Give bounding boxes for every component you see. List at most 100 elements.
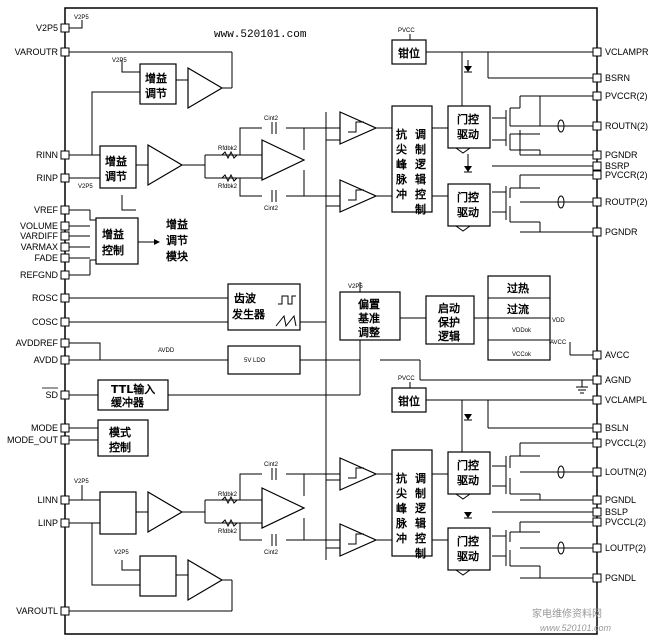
pin-right-9-pad: [592, 350, 602, 360]
pin-right-12: BSLN: [592, 423, 629, 433]
mod-l-3: 辑: [415, 516, 426, 530]
pin-right-14-pad: [592, 467, 602, 477]
pin-left-17: LINN: [37, 495, 70, 505]
label-rfdbk2-4: Rfdbk2: [218, 529, 238, 535]
pin-left-17-pad: [60, 495, 70, 505]
pin-left-15-label: MODE: [31, 423, 58, 433]
spike-r-1: 尖: [396, 142, 407, 156]
right-pins: VCLAMPRBSRNPVCCR(2)ROUTN(2)PGNDRBSRPPVCC…: [592, 47, 649, 583]
label-avdd: AVDD: [158, 348, 175, 354]
ttl-line1: TTL输入: [111, 382, 155, 396]
pin-right-18: LOUTP(2): [592, 543, 646, 553]
pin-right-6-pad: [592, 170, 602, 180]
gate-drive-1-line1: 门控: [457, 112, 479, 126]
pin-right-17-pad: [592, 517, 602, 527]
pin-right-5-label: BSRP: [605, 161, 630, 171]
pin-right-1: BSRN: [592, 73, 630, 83]
pin-right-1-label: BSRN: [605, 73, 630, 83]
pin-right-6-label: PVCCR(2): [605, 170, 648, 180]
watermark-bottom-url: www.520101.com: [540, 623, 612, 633]
spike-r-3: 脉: [395, 172, 408, 186]
label-v2p5-gain-bottom: V2P5: [114, 550, 129, 556]
pin-left-6-label: VARDIFF: [20, 231, 58, 241]
label-rfdbk2-3: Rfdbk2: [218, 492, 238, 498]
pin-left-12-pad: [60, 338, 70, 348]
left-pins: V2P5VAROUTRRINNRINPVREFVOLUMEVARDIFFVARM…: [7, 23, 70, 616]
pin-left-13-label: AVDD: [34, 355, 59, 365]
blocks: [95, 39, 551, 597]
pin-left-11: COSC: [32, 317, 70, 327]
pin-left-5: VOLUME: [20, 221, 70, 231]
pin-right-11-label: VCLAMPL: [605, 395, 647, 405]
label-cint2-3: Cint2: [264, 462, 279, 468]
spike-r-0: 抗: [396, 127, 407, 141]
startup-line2: 保护: [437, 315, 460, 329]
spike-l-4: 冲: [396, 531, 407, 545]
gate-drive-1-line2: 驱动: [457, 127, 479, 141]
pin-right-12-pad: [592, 423, 602, 433]
pin-right-4: PGNDR: [592, 150, 638, 160]
spike-l-2: 峰: [396, 501, 408, 515]
pin-right-12-label: BSLN: [605, 423, 629, 433]
pin-right-14: LOUTN(2): [592, 467, 647, 477]
label-rfdbk2-1: Rfdbk2: [218, 146, 238, 152]
pin-right-11-pad: [592, 395, 602, 405]
mod-l-0: 调: [415, 471, 426, 485]
pin-left-19: VAROUTL: [16, 606, 70, 616]
mode-control-line2: 控制: [109, 440, 131, 454]
pin-left-9: REFGND: [20, 270, 70, 280]
clamp-bottom-label: 钳位: [398, 394, 420, 408]
clamp-top-label: 钳位: [398, 46, 420, 60]
pin-right-7-label: ROUTP(2): [605, 197, 648, 207]
gain-control-line2: 控制: [102, 243, 124, 257]
gain-module-line2: 调节: [166, 233, 188, 247]
label-v2p5-rinp: V2P5: [78, 184, 93, 190]
gate-drive-2-line1: 门控: [457, 190, 479, 204]
pin-right-19-pad: [592, 573, 602, 583]
pin-right-10-pad: [592, 375, 602, 385]
gain-adjust-r-line1: 增益: [105, 154, 127, 168]
pin-left-1-pad: [60, 47, 70, 57]
bias-line3: 调整: [358, 325, 380, 339]
pin-right-0-label: VCLAMPR: [605, 47, 649, 57]
pin-right-15-label: PGNDL: [605, 495, 636, 505]
label-cint2-4: Cint2: [264, 550, 279, 556]
pin-left-3-pad: [60, 173, 70, 183]
resistors: [221, 150, 238, 528]
pin-left-1: VAROUTR: [15, 47, 70, 57]
pin-left-6: VARDIFF: [20, 231, 70, 241]
mode-control-line1: 模式: [109, 425, 131, 439]
label-cint2-2: Cint2: [264, 206, 279, 212]
pin-right-14-label: LOUTN(2): [605, 467, 647, 477]
gain-module-line1: 增益: [166, 217, 188, 231]
pin-right-7-pad: [592, 197, 602, 207]
pin-right-18-label: LOUTP(2): [605, 543, 646, 553]
pin-left-0-pad: [60, 23, 70, 33]
pin-right-4-label: PGNDR: [605, 150, 638, 160]
label-avcc: AVCC: [550, 340, 567, 346]
pin-left-16-pad: [60, 435, 70, 445]
pin-right-11: VCLAMPL: [592, 395, 647, 405]
pin-left-12-label: AVDDREF: [16, 338, 59, 348]
pin-right-13-pad: [592, 438, 602, 448]
pin-left-4: VREF: [34, 205, 70, 215]
startup-line3: 逻辑: [438, 329, 460, 343]
pin-left-10-label: ROSC: [32, 293, 59, 303]
label-cint2-1: Cint2: [264, 116, 279, 122]
pin-right-8-label: PGNDR: [605, 227, 638, 237]
watermark-top: www.520101.com: [214, 29, 307, 41]
gate-drive-3-line1: 门控: [457, 458, 479, 472]
mod-r-1: 制: [415, 142, 426, 156]
pin-left-15-pad: [60, 423, 70, 433]
pin-left-0-label: V2P5: [36, 23, 58, 33]
pin-left-14-label: SD: [45, 390, 58, 400]
label-v2p5-linn: V2P5: [74, 479, 89, 485]
pin-left-15: MODE: [31, 423, 70, 433]
spike-l-3: 脉: [395, 516, 408, 530]
amplifiers: [147, 66, 378, 602]
overheat-label: 过热: [507, 281, 529, 295]
gain-control-line1: 增益: [102, 227, 124, 241]
sense-elements: [557, 119, 565, 555]
